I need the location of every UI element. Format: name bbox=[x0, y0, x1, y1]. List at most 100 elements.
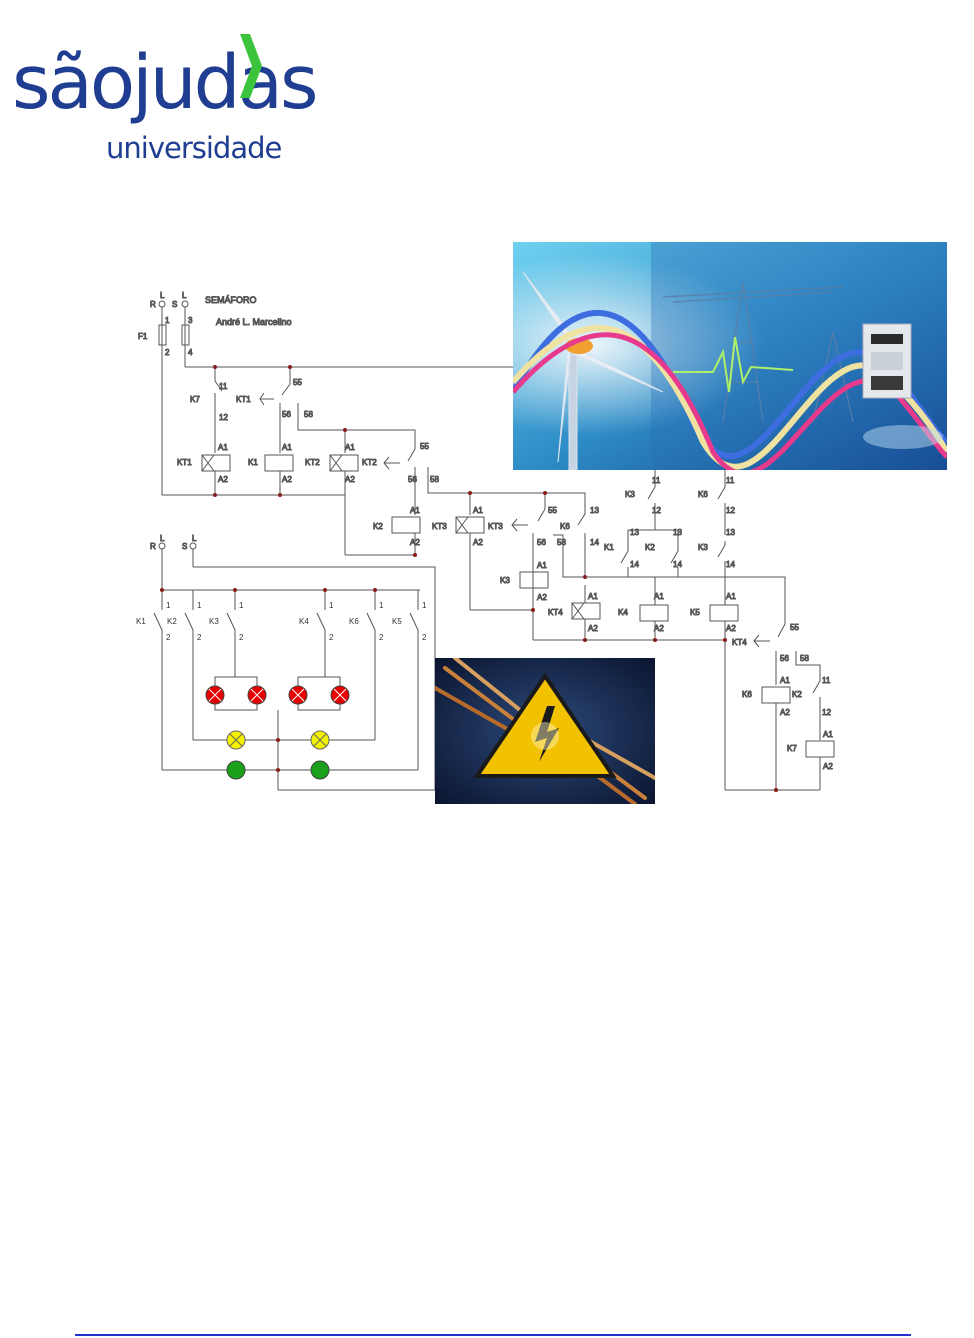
svg-text:K3: K3 bbox=[698, 543, 708, 552]
svg-text:1: 1 bbox=[329, 601, 334, 610]
svg-text:A2: A2 bbox=[282, 475, 292, 484]
svg-text:R: R bbox=[150, 542, 156, 551]
svg-text:14: 14 bbox=[590, 538, 599, 547]
svg-text:12: 12 bbox=[822, 708, 831, 717]
svg-text:56: 56 bbox=[408, 475, 417, 484]
logo-subtitle: universidade bbox=[106, 131, 282, 165]
svg-text:A1: A1 bbox=[282, 443, 292, 452]
svg-text:L: L bbox=[192, 534, 197, 543]
svg-text:2: 2 bbox=[422, 633, 427, 642]
svg-text:A1: A1 bbox=[345, 443, 355, 452]
svg-text:2: 2 bbox=[239, 633, 244, 642]
svg-text:K6: K6 bbox=[698, 490, 708, 499]
svg-text:A1: A1 bbox=[410, 506, 420, 515]
lamp-switch: K2 1 2 bbox=[167, 590, 202, 642]
svg-text:13: 13 bbox=[726, 528, 735, 537]
svg-text:KT2: KT2 bbox=[362, 458, 377, 467]
lamp-switch-label: K3 bbox=[209, 617, 219, 626]
svg-text:K2: K2 bbox=[373, 522, 383, 531]
svg-text:K7: K7 bbox=[190, 395, 200, 404]
yellow-lamp bbox=[226, 730, 246, 750]
lamp-switch-label: K1 bbox=[136, 617, 146, 626]
svg-text:KT4: KT4 bbox=[732, 638, 747, 647]
svg-text:A1: A1 bbox=[588, 592, 598, 601]
lamp-switch-label: K4 bbox=[299, 617, 309, 626]
schematic-title: SEMÁFORO bbox=[205, 295, 257, 305]
lamp-switch: K5 1 2 bbox=[392, 590, 427, 642]
supply-s: S bbox=[172, 300, 177, 309]
electrical-hazard-image bbox=[435, 658, 655, 804]
supply-l1: L bbox=[160, 291, 165, 300]
red-lamp bbox=[288, 685, 308, 705]
svg-text:K3: K3 bbox=[500, 576, 510, 585]
lamp-switch-label: K6 bbox=[349, 617, 359, 626]
svg-text:58: 58 bbox=[304, 410, 313, 419]
svg-text:13: 13 bbox=[590, 506, 599, 515]
circuit-schematic: R L S L SEMÁFORO André L. Marcelino F1 1… bbox=[136, 291, 835, 792]
schematic-author: André L. Marcelino bbox=[216, 317, 292, 327]
supply-l2: L bbox=[182, 291, 187, 300]
svg-text:A1: A1 bbox=[473, 506, 483, 515]
svg-text:A1: A1 bbox=[726, 592, 736, 601]
lamp-switch-label: K2 bbox=[167, 617, 177, 626]
svg-text:A1: A1 bbox=[218, 443, 228, 452]
svg-text:K3: K3 bbox=[625, 490, 635, 499]
svg-text:A1: A1 bbox=[823, 730, 833, 739]
svg-text:1: 1 bbox=[239, 601, 244, 610]
svg-text:58: 58 bbox=[430, 475, 439, 484]
svg-text:A2: A2 bbox=[537, 593, 547, 602]
svg-text:2: 2 bbox=[165, 348, 170, 357]
svg-text:56: 56 bbox=[780, 654, 789, 663]
lamp-switch: K3 1 2 bbox=[209, 590, 244, 642]
svg-text:58: 58 bbox=[800, 654, 809, 663]
lamp-switch: K1 1 2 bbox=[136, 590, 171, 642]
svg-text:A1: A1 bbox=[780, 676, 790, 685]
svg-text:A2: A2 bbox=[726, 624, 736, 633]
svg-text:56: 56 bbox=[537, 538, 546, 547]
svg-text:KT3: KT3 bbox=[488, 522, 503, 531]
yellow-lamp bbox=[310, 730, 330, 750]
energy-collage-image bbox=[513, 242, 947, 470]
university-logo: sãojudas universidade bbox=[10, 28, 319, 178]
svg-text:2: 2 bbox=[329, 633, 334, 642]
svg-text:A1: A1 bbox=[537, 561, 547, 570]
svg-text:56: 56 bbox=[282, 410, 291, 419]
supply-r: R bbox=[150, 300, 156, 309]
svg-text:A2: A2 bbox=[588, 624, 598, 633]
svg-text:12: 12 bbox=[726, 506, 735, 515]
svg-text:14: 14 bbox=[673, 560, 682, 569]
svg-text:55: 55 bbox=[420, 442, 429, 451]
svg-text:L: L bbox=[160, 534, 165, 543]
svg-text:11: 11 bbox=[726, 476, 735, 485]
svg-text:KT1: KT1 bbox=[177, 458, 192, 467]
svg-text:1: 1 bbox=[422, 601, 427, 610]
svg-text:KT2: KT2 bbox=[305, 458, 320, 467]
lamp-switch-label: K5 bbox=[392, 617, 402, 626]
svg-text:A2: A2 bbox=[345, 475, 355, 484]
svg-text:A2: A2 bbox=[218, 475, 228, 484]
svg-text:4: 4 bbox=[188, 348, 193, 357]
svg-text:A2: A2 bbox=[473, 538, 483, 547]
svg-text:A2: A2 bbox=[780, 708, 790, 717]
svg-text:2: 2 bbox=[379, 633, 384, 642]
fuse-f1: F1 bbox=[138, 332, 148, 341]
svg-text:K2: K2 bbox=[792, 690, 802, 699]
svg-text:A1: A1 bbox=[654, 592, 664, 601]
svg-text:2: 2 bbox=[197, 633, 202, 642]
svg-text:1: 1 bbox=[166, 601, 171, 610]
svg-text:KT3: KT3 bbox=[432, 522, 447, 531]
svg-text:11: 11 bbox=[822, 676, 831, 685]
svg-text:2: 2 bbox=[166, 633, 171, 642]
red-lamp bbox=[330, 685, 350, 705]
svg-text:K7: K7 bbox=[787, 744, 797, 753]
svg-text:K1: K1 bbox=[248, 458, 258, 467]
svg-text:12: 12 bbox=[652, 506, 661, 515]
svg-text:K6: K6 bbox=[742, 690, 752, 699]
svg-text:K2: K2 bbox=[645, 543, 655, 552]
chevron-right-icon bbox=[240, 34, 262, 98]
svg-text:K4: K4 bbox=[618, 608, 628, 617]
logo-wordmark: sãojudas bbox=[12, 40, 319, 126]
svg-text:12: 12 bbox=[219, 413, 228, 422]
svg-text:1: 1 bbox=[165, 316, 170, 325]
